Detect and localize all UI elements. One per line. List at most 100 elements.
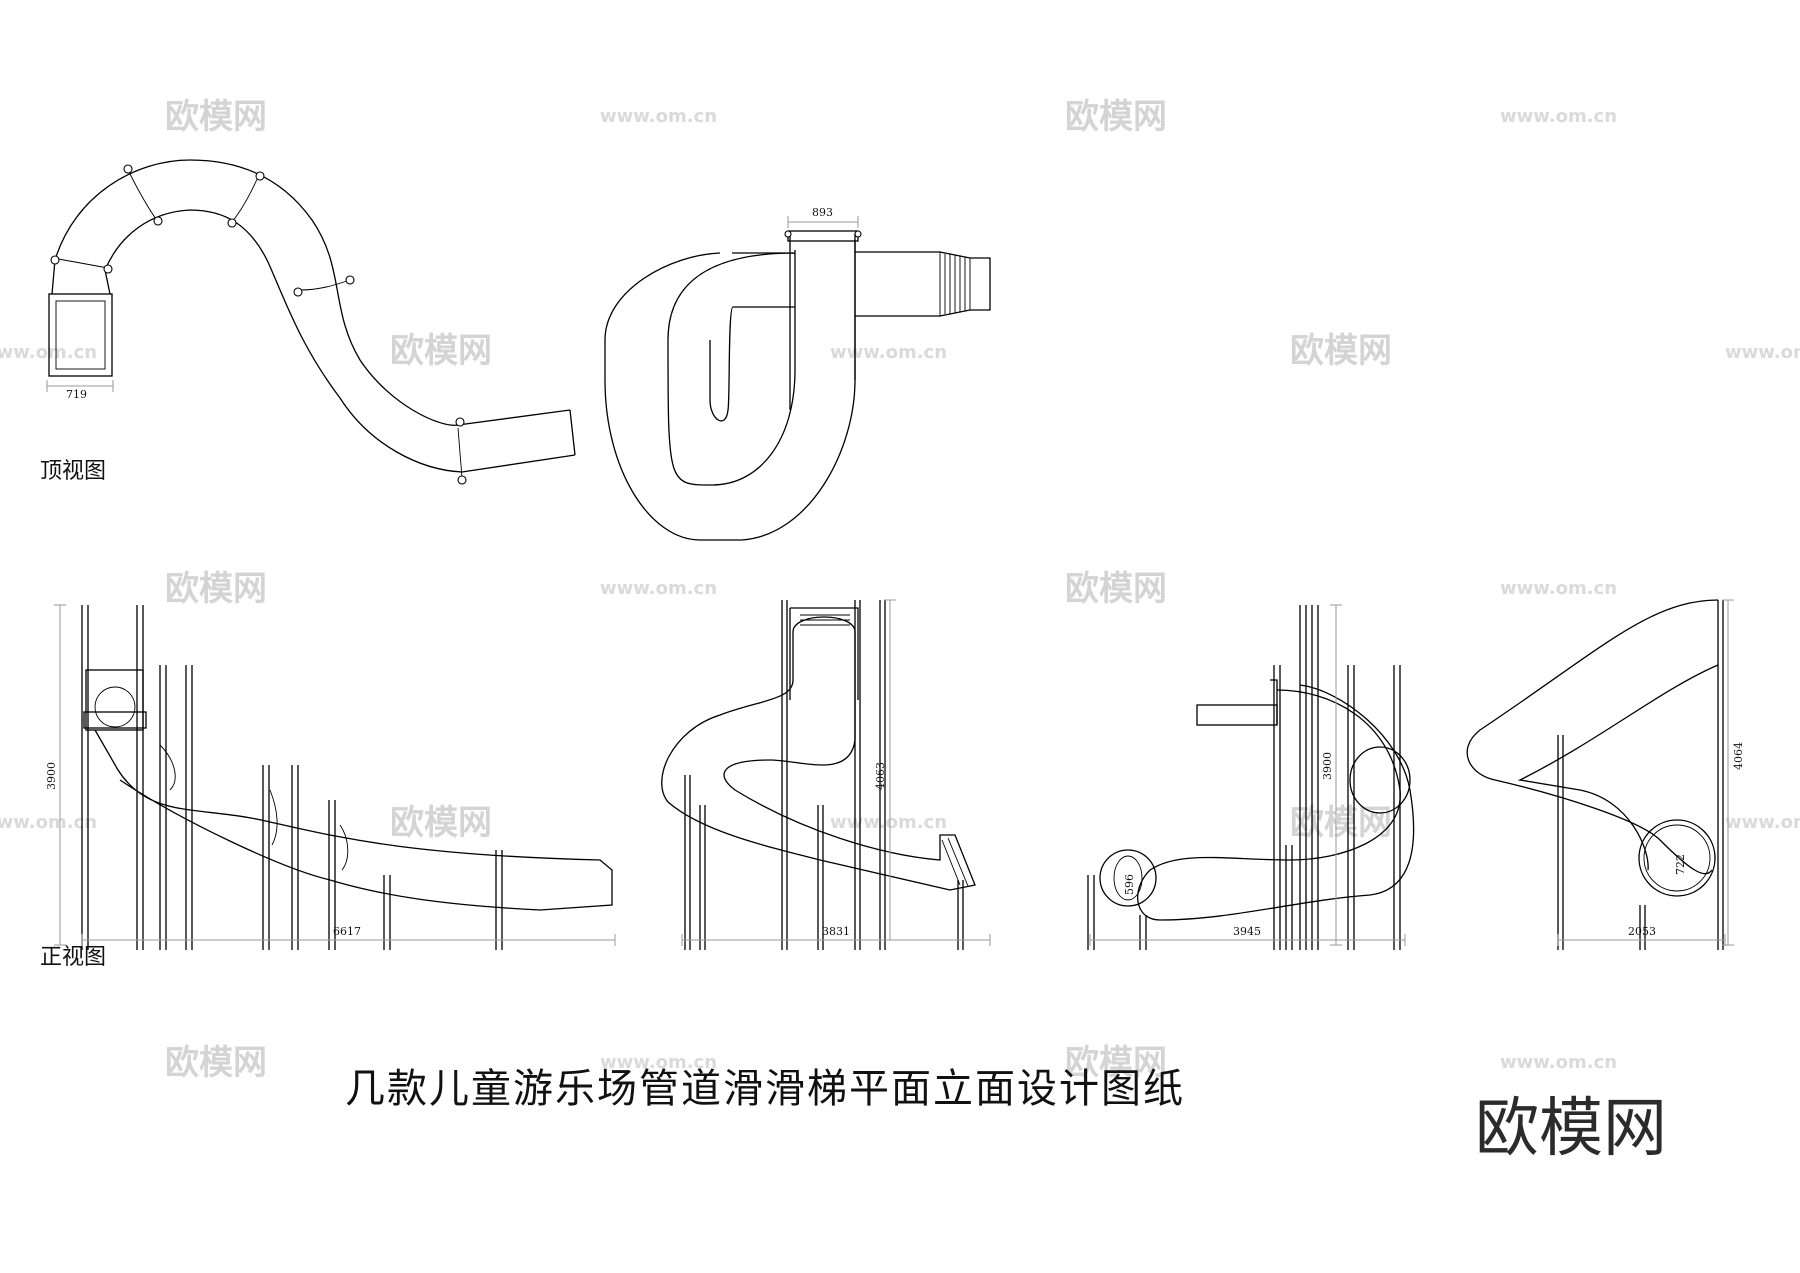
entry-platform [1270,679,1278,725]
dimension-value: 3945 [1233,925,1261,938]
joint-bolt [103,264,113,274]
entry-platform-deck [83,711,147,729]
tube-joint [339,824,349,871]
dimension-value: 3900 [45,762,58,790]
tube-opening [94,686,136,728]
support-post [879,600,886,950]
watermark-url: www.om.cn [830,812,947,833]
watermark-url: www.om.cn [1500,106,1617,127]
support-post [383,875,391,950]
support-post [1285,845,1293,950]
tube-joint [159,744,176,791]
watermark-url: www.om.cn [1500,578,1617,599]
drawing-title: 几款儿童游乐场管道滑滑梯平面立面设计图纸 [345,1066,1185,1112]
support-post [817,805,824,950]
tube-joint [457,427,463,479]
elevation-view-2: 4063 3831 [661,599,991,950]
watermark-brand: 欧模网 [1290,331,1392,371]
tube-loop-outer [604,240,856,541]
entry-frame [789,607,859,700]
joint-bolt [50,255,60,265]
entry-platform-inner [55,300,106,370]
entry-platform [787,230,859,242]
joint-bolt [255,171,265,181]
joint-bolt [854,230,862,238]
dimension-value: 2053 [1628,925,1656,938]
support-post [291,765,299,950]
exit-grille [939,252,971,316]
watermark-url: www.om.cn [600,106,717,127]
watermark-brand: 欧模网 [390,331,492,371]
dimension-value: 3831 [822,925,850,938]
support-post [262,765,270,950]
tube-body [1466,599,1719,875]
support-post [781,600,788,950]
tube-joint [52,257,109,269]
support-post [1347,665,1355,950]
joint-bolt [227,218,237,228]
watermark-brand: 欧模网 [1065,569,1167,609]
support-post [1311,605,1319,950]
tube-body-inner [1517,664,1719,871]
tube-end-opening-inner [1113,855,1143,901]
watermark-brand: 欧模网 [1065,1043,1167,1083]
dimension-value: 3900 [1321,752,1334,780]
support-post [1273,665,1281,950]
support-post [699,805,706,950]
watermark-url: www.om.cn [600,1052,717,1073]
watermark-brand: 欧模网 [1065,97,1167,137]
tube-joint [127,169,159,223]
support-post [684,775,691,950]
watermark-brand: 欧模网 [165,1043,267,1083]
joint-bolt [457,475,467,485]
dimension-line [54,604,66,946]
watermark-url: www.om.cn [1725,812,1800,833]
elevation-view-3: 596 3900 3945 [1087,604,1415,950]
tube-body [661,616,976,891]
dimension-value: 596 [1123,874,1136,895]
watermark-url: www.om.cn [830,342,947,363]
watermark-brand: 欧模网 [165,97,267,137]
tube-loop-inner [709,306,734,422]
tube-loop [667,250,796,486]
support-post [1299,605,1307,950]
watermark-brand: 欧模网 [390,803,492,843]
dimension-line [681,934,991,946]
support-post [957,880,964,950]
joint-bolt [345,275,355,285]
tube-straight [789,233,856,410]
support-post [1557,735,1564,950]
dimension-value: 4064 [1732,742,1745,770]
dimension-line [46,380,114,392]
watermark-url: www.om.cn [1725,342,1800,363]
joint-bolt [293,287,303,297]
tube-end-opening [1099,849,1157,907]
tube-joint [299,279,351,291]
support-post [495,850,503,950]
tube-joint [231,176,259,223]
dimension-line [1089,934,1406,946]
support-post [1139,915,1147,950]
support-post [136,605,144,950]
support-post [1393,665,1401,950]
dimension-line [1330,604,1342,946]
plan-view-loop: 893 [604,206,991,541]
entry-platform [48,293,113,377]
tube-joint [269,789,278,846]
brand-logo: 欧模网 [1475,1092,1667,1166]
tube-arm [855,251,991,317]
tube-end-opening [1638,819,1716,897]
tube-end [569,409,576,456]
watermark-brand: 欧模网 [165,569,267,609]
entry-neck [51,259,111,295]
elevation-view-1: 3900 6617 [45,604,616,950]
joint-bolt [123,164,133,174]
tube-body [94,729,613,911]
plan-view-s-curve: 719 [46,159,576,485]
tube-end-opening-inner [1643,824,1711,892]
tube-bend [1349,746,1411,814]
support-post [1717,600,1724,950]
joint-bolt [153,216,163,226]
tube-outer-edge [54,159,571,426]
